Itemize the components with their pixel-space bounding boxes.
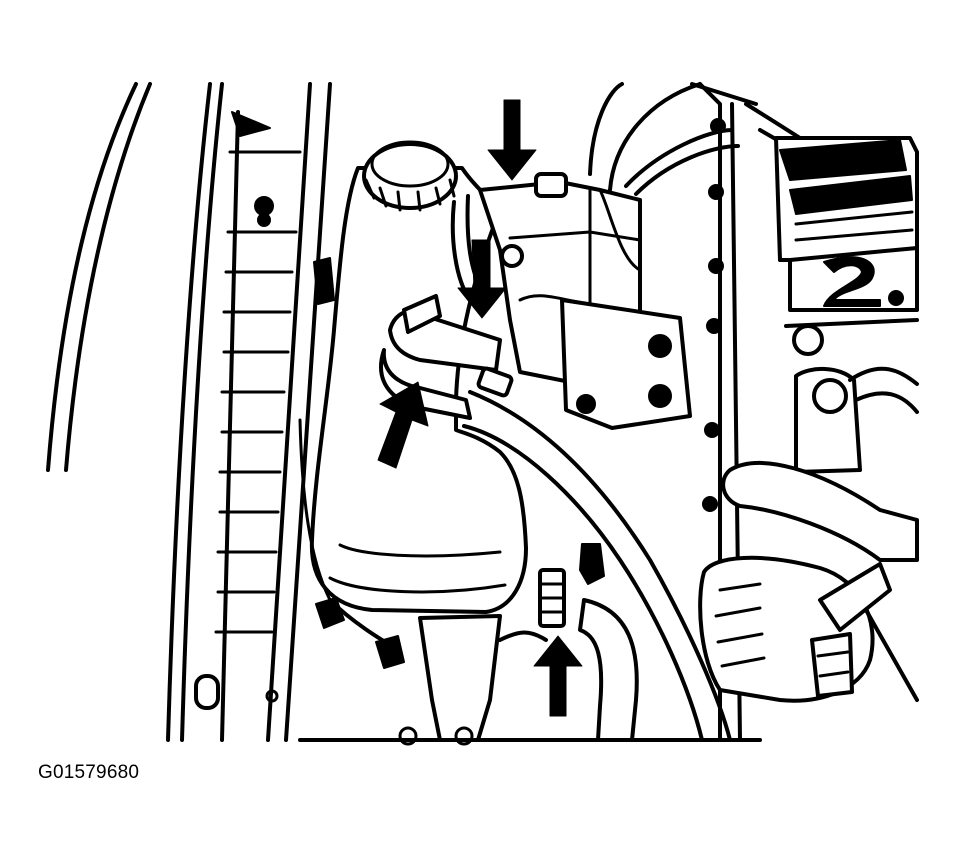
arrow-top-down bbox=[487, 99, 537, 181]
arrow-diagonal-up bbox=[377, 381, 429, 469]
lower-hose bbox=[298, 543, 762, 746]
hoses bbox=[379, 82, 740, 742]
fender-edge-lines bbox=[46, 82, 224, 742]
engine-intake bbox=[690, 82, 919, 742]
arrow-mid-down bbox=[457, 239, 507, 319]
valve-bracket bbox=[478, 172, 692, 430]
callout-arrows bbox=[377, 99, 583, 717]
figure-id-label: G01579680 bbox=[38, 762, 140, 783]
arrow-bottom-up bbox=[533, 635, 583, 717]
reservoir-cap bbox=[362, 140, 458, 212]
radiator-support bbox=[194, 82, 335, 742]
alternator bbox=[698, 461, 919, 703]
